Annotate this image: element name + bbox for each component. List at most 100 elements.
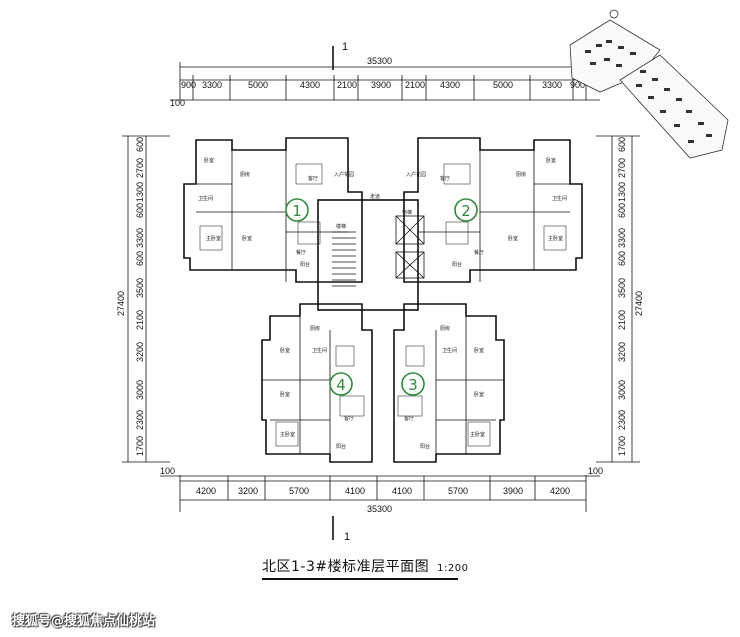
left-seg-11: 1700 — [135, 436, 145, 456]
top-seg-9: 3300 — [542, 80, 562, 90]
room-master-4: 主卧室 — [280, 431, 295, 438]
bottom-seg-4: 4100 — [392, 486, 412, 496]
bottom-seg-6: 3900 — [503, 486, 523, 496]
bottom-seg-5: 5700 — [448, 486, 468, 496]
right-segment-labels: 600 2700 1300 600 3300 600 3500 2100 320… — [617, 137, 627, 456]
room-bedroom-3b: 卧室 — [474, 391, 484, 398]
unit-marker-3-label: 3 — [408, 376, 418, 394]
top-seg-7: 4300 — [440, 80, 460, 90]
left-seg-7: 2100 — [135, 310, 145, 330]
bottom-seg-1: 3200 — [238, 486, 258, 496]
unit-marker-4: 4 — [329, 372, 353, 396]
top-segment-labels: 900 3300 5000 4300 2100 3900 2100 4300 5… — [181, 80, 585, 90]
top-seg-0: 900 — [181, 80, 196, 90]
left-segment-labels: 600 2700 1300 600 3300 600 3500 2100 320… — [135, 137, 145, 456]
right-seg-10: 2300 — [617, 410, 627, 430]
room-bath-2: 卫生间 — [552, 195, 567, 202]
right-seg-7: 2100 — [617, 310, 627, 330]
top-dimension-chain — [170, 62, 600, 101]
room-kitchen-1: 厨房 — [240, 171, 250, 178]
edge-100-bottom-left: 100 — [160, 466, 175, 476]
left-seg-0: 600 — [135, 137, 145, 152]
left-seg-3: 600 — [135, 203, 145, 218]
right-seg-3: 600 — [617, 203, 627, 218]
top-seg-8: 5000 — [493, 80, 513, 90]
edge-100-bottom-right: 100 — [588, 466, 603, 476]
top-seg-3: 4300 — [300, 80, 320, 90]
room-corridor: 走道 — [370, 193, 380, 200]
room-bedroom-4b: 卧室 — [280, 391, 290, 398]
room-bedroom-2b: 卧室 — [508, 235, 518, 242]
room-kitchen-2: 厨房 — [516, 171, 526, 178]
right-dimension-chain — [596, 135, 640, 463]
room-balcony-1: 阳台 — [300, 261, 310, 268]
left-dimension-chain — [122, 135, 170, 463]
bottom-seg-2: 5700 — [289, 486, 309, 496]
plan-title: 北区1-3#楼标准层平面图 1:200 — [262, 556, 468, 576]
room-living-2: 客厅 — [440, 175, 450, 182]
interior-partitions — [196, 150, 570, 462]
room-bedroom-1b: 卧室 — [242, 235, 252, 242]
bottom-seg-7: 4200 — [550, 486, 570, 496]
left-seg-6: 3500 — [135, 278, 145, 298]
top-seg-2: 5000 — [248, 80, 268, 90]
right-seg-5: 600 — [617, 251, 627, 266]
bottom-dimension-chain — [160, 475, 600, 512]
right-seg-4: 3300 — [617, 228, 627, 248]
left-seg-5: 600 — [135, 251, 145, 266]
right-seg-2: 1300 — [617, 182, 627, 202]
plan-title-text: 北区1-3#楼标准层平面图 — [262, 559, 430, 575]
top-seg-1: 3300 — [202, 80, 222, 90]
left-seg-10: 2300 — [135, 410, 145, 430]
furniture — [199, 163, 567, 447]
left-seg-4: 3300 — [135, 228, 145, 248]
section-mark-bottom-label: 1 — [344, 531, 350, 543]
bottom-segment-labels: 4200 3200 5700 4100 4100 5700 3900 4200 — [196, 486, 570, 496]
unit-marker-2: 2 — [454, 198, 478, 222]
title-underline — [262, 578, 458, 580]
room-bedroom-3a: 卧室 — [474, 347, 484, 354]
room-elevator: 电梯 — [402, 209, 412, 216]
top-seg-5: 3900 — [371, 80, 391, 90]
unit-marker-1: 1 — [285, 198, 309, 222]
room-balcony-2: 阳台 — [452, 261, 462, 268]
site-key-plan — [569, 9, 729, 159]
left-seg-1: 2700 — [135, 158, 145, 178]
building-walls — [183, 137, 583, 463]
room-bedroom-2a: 卧室 — [546, 157, 556, 164]
room-dining-1: 餐厅 — [296, 249, 306, 256]
edge-100-top-left: 100 — [170, 98, 185, 108]
bottom-seg-3: 4100 — [345, 486, 365, 496]
section-mark-top-label: 1 — [342, 41, 348, 53]
room-dining-2: 餐厅 — [474, 249, 484, 256]
room-labels: 卧室 卫生间 主卧室 厨房 卧室 客厅 餐厅 入户花园 阳台 卧室 卫生间 主卧… — [198, 157, 567, 450]
unit-marker-1-label: 1 — [292, 202, 302, 220]
room-bath-3: 卫生间 — [442, 347, 457, 354]
room-living-4: 客厅 — [344, 415, 354, 422]
plan-scale: 1:200 — [437, 563, 469, 574]
room-balcony-4: 阳台 — [336, 443, 346, 450]
right-seg-8: 3200 — [617, 342, 627, 362]
right-total-dim: 27400 — [634, 291, 644, 316]
unit-marker-4-label: 4 — [336, 376, 346, 394]
room-living-3: 客厅 — [404, 415, 414, 422]
room-entry-2: 入户花园 — [406, 171, 426, 178]
left-total-dim: 27400 — [116, 291, 126, 316]
right-seg-6: 3500 — [617, 278, 627, 298]
room-master-2: 主卧室 — [548, 235, 563, 242]
room-balcony-3: 阳台 — [420, 443, 430, 450]
room-master-1: 主卧室 — [206, 235, 221, 242]
bottom-seg-0: 4200 — [196, 486, 216, 496]
left-seg-9: 3000 — [135, 380, 145, 400]
room-stair: 楼梯 — [336, 223, 346, 230]
right-seg-11: 1700 — [617, 436, 627, 456]
room-living-1: 客厅 — [308, 175, 318, 182]
top-seg-4: 2100 — [337, 80, 357, 90]
unit-marker-2-label: 2 — [461, 202, 471, 220]
watermark: 搜狐号@搜狐焦点仙桃站 — [12, 614, 156, 629]
top-seg-6: 2100 — [405, 80, 425, 90]
right-seg-0: 600 — [617, 137, 627, 152]
right-seg-1: 2700 — [617, 158, 627, 178]
right-seg-9: 3000 — [617, 380, 627, 400]
